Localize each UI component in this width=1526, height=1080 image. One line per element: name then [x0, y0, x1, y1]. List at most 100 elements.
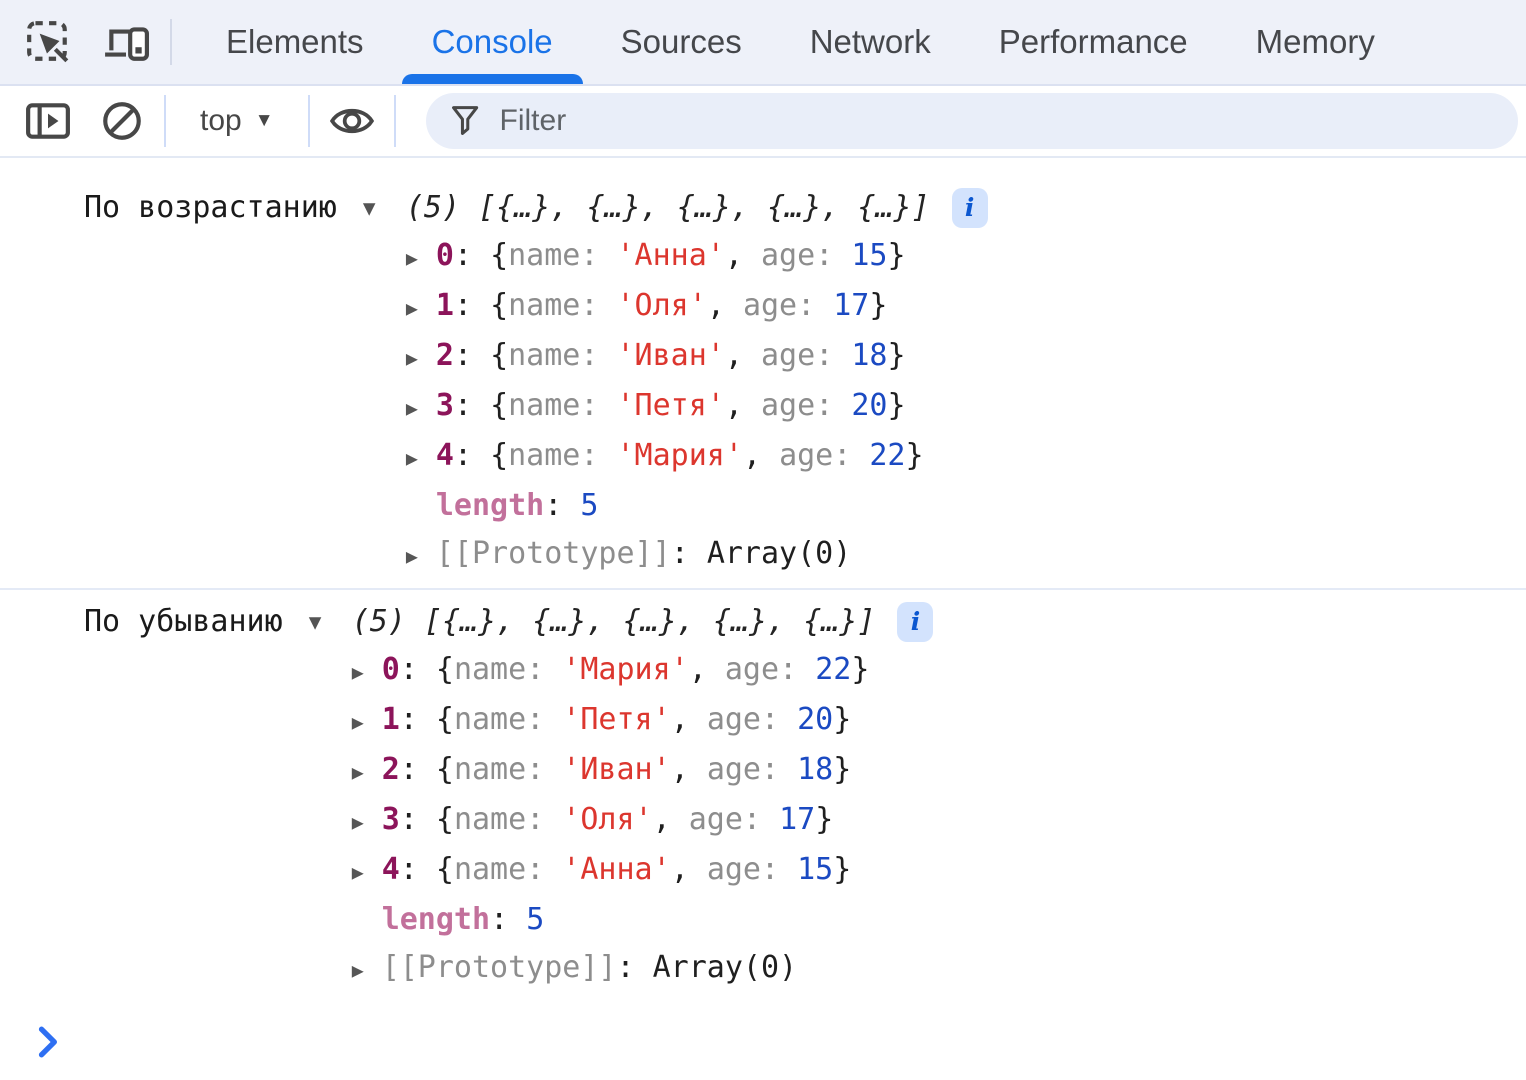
prop-key: name: [453, 752, 527, 787]
prop-key: name: [508, 438, 581, 473]
tab-performance[interactable]: Performance: [998, 23, 1188, 60]
prop-key: name: [508, 288, 581, 323]
expand-caret-icon[interactable]: ▶: [405, 446, 418, 470]
panel-tabs: Elements Console Sources Network Perform…: [192, 0, 1409, 84]
array-entry-row: ▶1: {name: 'Оля', age: 17}: [406, 282, 988, 332]
prop-key: name: [453, 702, 527, 737]
array-preview-row: ▼ (5) [{…}, {…}, {…}, {…}, {…}] i: [309, 598, 934, 646]
filter-funnel-icon: [451, 106, 478, 135]
collapse-caret-icon[interactable]: ▼: [362, 196, 376, 220]
expand-caret-icon[interactable]: ▶: [351, 958, 364, 982]
devtools-tabbar: Elements Console Sources Network Perform…: [0, 0, 1526, 86]
prop-key: name: [453, 652, 527, 687]
context-label: top: [200, 104, 242, 137]
prop-key: name: [453, 852, 527, 887]
length-key: length: [435, 488, 545, 523]
console-toolbar: top ▼: [0, 86, 1526, 158]
expand-caret-icon[interactable]: ▶: [351, 710, 364, 734]
array-entry-row: ▶2: {name: 'Иван', age: 18}: [352, 746, 934, 796]
array-entry-row: ▶2: {name: 'Иван', age: 18}: [406, 332, 988, 382]
prop-key: age: [761, 338, 816, 373]
prop-key: age: [706, 702, 761, 737]
prototype-key: [[Prototype]]: [435, 536, 671, 571]
prototype-value: Array(0): [706, 536, 852, 571]
length-value: 5: [526, 902, 545, 937]
prop-key: name: [508, 388, 581, 423]
expand-caret-icon[interactable]: ▶: [351, 810, 364, 834]
string-value: 'Мария': [562, 652, 689, 687]
device-toolbar-icon[interactable]: [102, 18, 150, 66]
tabbar-divider: [170, 19, 172, 65]
inspect-element-icon[interactable]: [24, 18, 72, 66]
length-key: length: [381, 902, 491, 937]
number-value: 15: [851, 238, 888, 273]
array-index: 0: [381, 652, 400, 687]
clear-console-icon[interactable]: [98, 97, 146, 145]
tab-memory[interactable]: Memory: [1255, 23, 1375, 60]
expand-caret-icon[interactable]: ▶: [405, 544, 418, 568]
console-messages: По возрастанию ▼(5) [{…}, {…}, {…}, {…},…: [0, 158, 1526, 1062]
live-expression-eye-icon[interactable]: [328, 97, 376, 145]
array-preview[interactable]: (5) [{…}, {…}, {…}, {…}, {…}]: [405, 190, 930, 225]
number-value: 15: [797, 852, 834, 887]
length-row: length: 5: [435, 488, 599, 523]
info-badge-icon[interactable]: i: [951, 188, 988, 228]
prop-key: name: [508, 338, 581, 373]
prop-key: age: [779, 438, 834, 473]
array-children: ▶0: {name: 'Анна', age: 15} ▶1: {name: '…: [406, 232, 988, 580]
filter-input[interactable]: [499, 104, 1508, 138]
console-prompt[interactable]: [38, 1022, 1526, 1062]
number-value: 22: [869, 438, 906, 473]
expand-caret-icon[interactable]: ▶: [351, 860, 364, 884]
prop-key: age: [706, 752, 761, 787]
number-value: 18: [851, 338, 888, 373]
string-value: 'Анна': [562, 852, 671, 887]
console-message: По убыванию ▼(5) [{…}, {…}, {…}, {…}, {……: [0, 588, 1526, 1002]
number-value: 20: [797, 702, 834, 737]
collapse-caret-icon[interactable]: ▼: [308, 610, 322, 634]
array-entry-row: ▶4: {name: 'Мария', age: 22}: [406, 432, 988, 482]
array-entry-row: ▶3: {name: 'Петя', age: 20}: [406, 382, 988, 432]
array-preview[interactable]: (5) [{…}, {…}, {…}, {…}, {…}]: [351, 604, 876, 639]
toolbar-divider: [393, 95, 396, 147]
array-children: ▶0: {name: 'Мария', age: 22} ▶1: {name: …: [352, 646, 934, 994]
expand-caret-icon[interactable]: ▶: [405, 246, 418, 270]
array-index: 1: [435, 288, 454, 323]
string-value: 'Петя': [562, 702, 671, 737]
execution-context-selector[interactable]: top ▼: [200, 104, 274, 138]
expand-caret-icon[interactable]: ▶: [405, 296, 418, 320]
console-sidebar-toggle-icon[interactable]: [24, 97, 72, 145]
length-row: length: 5: [381, 902, 545, 937]
array-entry-row: ▶0: {name: 'Мария', age: 22}: [352, 646, 934, 696]
string-value: 'Иван': [562, 752, 671, 787]
tab-sources[interactable]: Sources: [620, 23, 742, 60]
array-entry-row: ▶4: {name: 'Анна', age: 15}: [352, 846, 934, 896]
expand-caret-icon[interactable]: ▶: [405, 346, 418, 370]
string-value: 'Оля': [562, 802, 653, 837]
tab-network[interactable]: Network: [809, 23, 931, 60]
prototype-row: ▶[[Prototype]]: Array(0): [406, 530, 988, 580]
chevron-down-icon: ▼: [254, 110, 274, 131]
tab-elements[interactable]: Elements: [226, 23, 364, 60]
length-value: 5: [580, 488, 599, 523]
info-badge-icon[interactable]: i: [897, 602, 934, 642]
array-entry-row: ▶0: {name: 'Анна', age: 15}: [406, 232, 988, 282]
number-value: 17: [833, 288, 870, 323]
tab-console[interactable]: Console: [401, 0, 583, 84]
prototype-key: [[Prototype]]: [381, 950, 617, 985]
array-index: 1: [381, 702, 400, 737]
number-value: 17: [779, 802, 816, 837]
string-value: 'Оля': [616, 288, 707, 323]
array-tree: ▼(5) [{…}, {…}, {…}, {…}, {…}]i ▶0: {nam…: [309, 598, 934, 994]
prop-key: age: [724, 652, 780, 687]
number-value: 22: [815, 652, 852, 687]
expand-caret-icon[interactable]: ▶: [351, 760, 364, 784]
array-entry-row: ▶3: {name: 'Оля', age: 17}: [352, 796, 934, 846]
prototype-value: Array(0): [652, 950, 798, 985]
array-index: 0: [435, 238, 454, 273]
expand-caret-icon[interactable]: ▶: [405, 396, 418, 420]
expand-caret-icon[interactable]: ▶: [351, 660, 364, 684]
array-index: 4: [435, 438, 454, 473]
filter-box[interactable]: [425, 93, 1518, 149]
toolbar-divider: [307, 95, 310, 147]
